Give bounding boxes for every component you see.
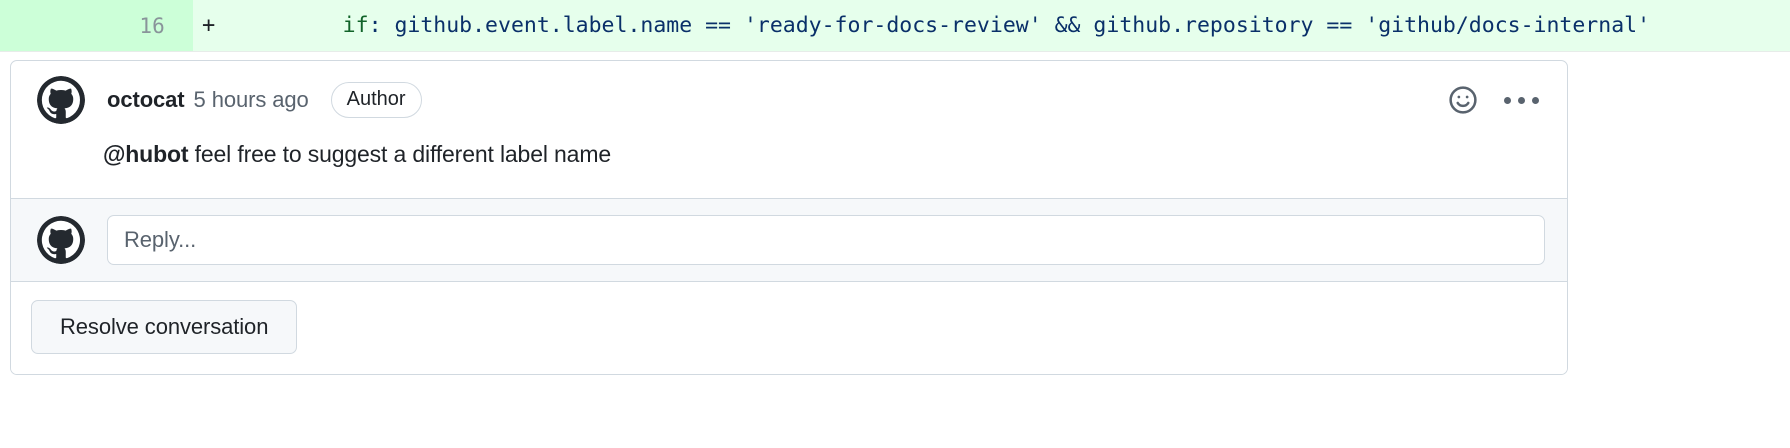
diff-line-number[interactable]: 16 [0, 0, 193, 51]
reply-input[interactable] [107, 214, 1545, 265]
kebab-dot [1504, 96, 1511, 104]
comment-timestamp[interactable]: 5 hours ago [193, 87, 309, 112]
resolve-conversation-button[interactable]: Resolve conversation [31, 299, 298, 354]
github-octocat-avatar[interactable] [37, 76, 85, 124]
comment-footer: Resolve conversation [11, 280, 1567, 374]
comment-author[interactable]: octocat [107, 87, 185, 112]
diff-code-cell[interactable]: + if: github.event.label.name == 'ready-… [193, 0, 1790, 51]
comment-body: @hubot feel free to suggest a different … [11, 121, 1567, 198]
user-mention[interactable]: @hubot [103, 141, 189, 167]
diff-code-text: if: github.event.label.name == 'ready-fo… [265, 15, 1650, 37]
author-badge: Author [330, 82, 422, 118]
code-expression: : github.event.label.name == 'ready-for-… [368, 12, 1651, 38]
kebab-dot [1518, 96, 1525, 104]
github-octocat-avatar-reply [37, 215, 85, 264]
review-comment-card: octocat 5 hours ago Author @hubot feel f… [10, 60, 1568, 375]
comment-text: feel free to suggest a different label n… [188, 141, 612, 167]
reply-row [11, 197, 1567, 281]
code-indent [265, 13, 343, 38]
diff-line-row: 16 + if: github.event.label.name == 'rea… [0, 0, 1790, 52]
smiley-icon[interactable] [1446, 83, 1480, 117]
diff-addition-marker: + [202, 12, 216, 38]
kebab-menu-icon[interactable] [1502, 91, 1541, 110]
code-keyword-if: if [342, 12, 369, 38]
kebab-dot [1532, 96, 1539, 104]
comment-header-actions [1446, 83, 1541, 117]
comment-header: octocat 5 hours ago Author [11, 61, 1567, 124]
